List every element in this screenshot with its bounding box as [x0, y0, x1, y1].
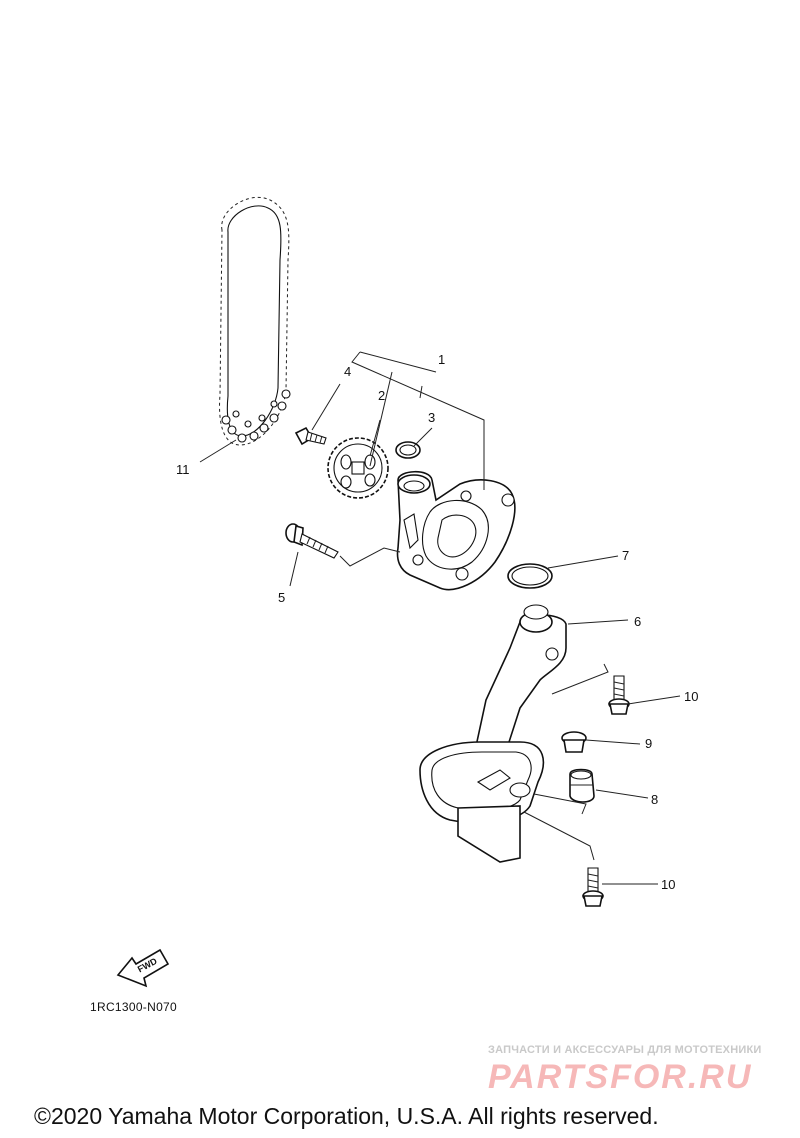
grommet-part-8	[569, 768, 595, 803]
oring-part-3	[395, 441, 421, 459]
collar-part-9	[561, 731, 587, 753]
oil-strainer-part-6	[419, 604, 567, 863]
drive-chain	[219, 196, 291, 446]
callout-9: 9	[645, 736, 652, 751]
callout-3: 3	[428, 410, 435, 425]
callout-5: 5	[278, 590, 285, 605]
bolt-part-10-lower	[582, 867, 604, 907]
watermark-tagline: ЗАПЧАСТИ И АКСЕССУАРЫ ДЛЯ МОТОТЕХНИКИ	[488, 1044, 762, 1056]
watermark-logo: PARTSFOR.RU	[488, 1058, 753, 1096]
fwd-arrow-icon: FWD	[116, 948, 170, 988]
copyright-notice: ©2020 Yamaha Motor Corporation, U.S.A. A…	[34, 1103, 659, 1129]
chain-links	[221, 389, 291, 443]
callout-2: 2	[378, 388, 385, 403]
bolt-part-5	[285, 523, 339, 559]
callout-11: 11	[176, 462, 190, 477]
sprocket-part-2	[327, 437, 389, 499]
bolt-part-10-upper	[608, 675, 630, 715]
oring-part-7	[507, 563, 553, 589]
callout-6: 6	[634, 614, 641, 629]
callout-8: 8	[651, 792, 658, 807]
callout-7: 7	[622, 548, 629, 563]
exploded-parts-diagram: 1 2 3 4 5 6 7 8 9 10 10 11 FWD	[116, 196, 698, 988]
bolt-part-4	[294, 426, 327, 446]
callout-10-upper: 10	[684, 689, 698, 704]
diagram-code: 1RC1300-N070	[90, 1000, 177, 1014]
callout-1: 1	[438, 352, 445, 367]
oil-pump-assembly	[396, 470, 516, 591]
callout-10-lower: 10	[661, 877, 675, 892]
callout-4: 4	[344, 364, 351, 379]
